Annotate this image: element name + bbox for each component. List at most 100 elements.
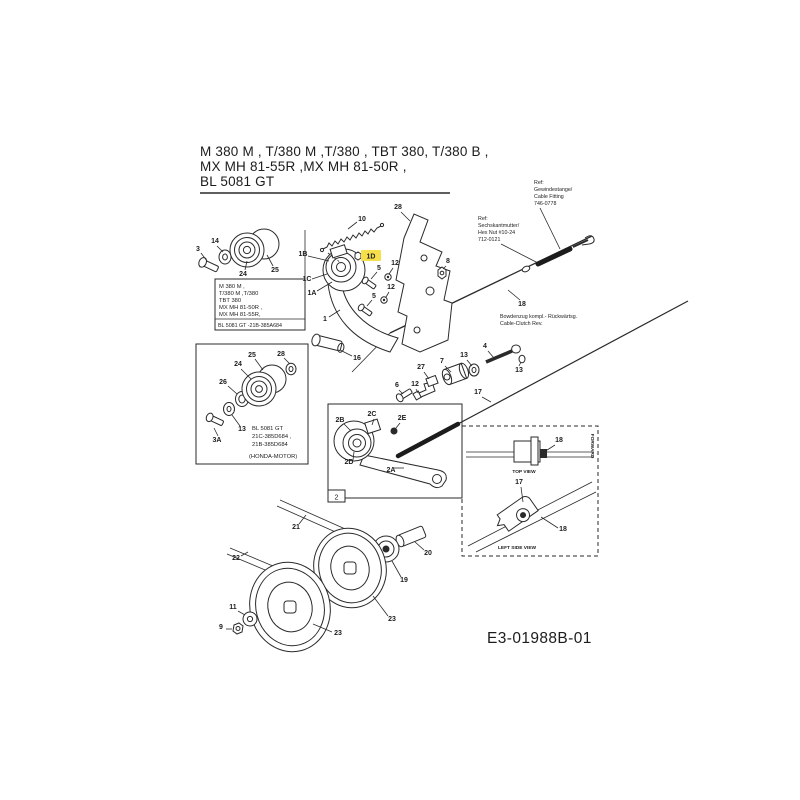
pulley-bore [336, 262, 346, 272]
callout-22[interactable]: 22 [232, 555, 240, 562]
callout-18-side[interactable]: 18 [559, 526, 567, 533]
spring-hook [379, 222, 385, 228]
callout-13-honda[interactable]: 13 [238, 426, 246, 433]
leader-line [283, 357, 291, 365]
callout-12-upper[interactable]: 12 [391, 260, 399, 267]
leader-line [339, 349, 353, 357]
leader-line [240, 551, 249, 557]
callout-10[interactable]: 10 [358, 216, 366, 223]
honda-model-line: 21B-385D684 [252, 442, 289, 448]
callout-5-lower[interactable]: 5 [372, 293, 376, 300]
box2-tag-label[interactable]: 2 [335, 495, 339, 502]
part-nut-28 [285, 362, 297, 376]
bracket-outline [395, 213, 453, 353]
arm-fasteners: 5 12 5 12 8 16 [311, 258, 450, 362]
callout-17-detail[interactable]: 17 [515, 479, 523, 486]
leader-line [415, 388, 419, 394]
callout-6[interactable]: 6 [395, 382, 399, 389]
leader-line [481, 396, 492, 403]
ref-nut-line-3: Hex Nut #10-24 [478, 230, 515, 236]
callout-23-right[interactable]: 23 [388, 616, 396, 623]
leader-line [307, 255, 330, 262]
inset-top-variant: 3 14 24 25 M 380 M , T/380 M ,T/380 TBT … [196, 228, 306, 331]
callout-25-honda[interactable]: 25 [248, 352, 256, 359]
shaft-4-head [511, 344, 521, 354]
detail-view-box: 18 TOP VIEW FORWARD 17 18 LEFT SIDE VIEW [461, 425, 599, 557]
leader-line [414, 541, 425, 551]
part-bolt-6 [395, 388, 413, 403]
part-nut-8 [437, 266, 447, 280]
callout-4[interactable]: 4 [483, 343, 487, 350]
callout-13-mid[interactable]: 13 [460, 352, 468, 359]
callout-23-left[interactable]: 23 [334, 630, 342, 637]
callout-1D-selected[interactable]: 1D [367, 254, 376, 261]
callout-12-mid[interactable]: 12 [411, 381, 419, 388]
diagram-number: E3-01988B-01 [487, 630, 592, 647]
inset-model-footer: BL 5081 GT -21B-385A684 [218, 323, 282, 329]
pulley-bore [352, 438, 362, 448]
leader-line [343, 423, 352, 432]
belt-21-edge [279, 499, 353, 533]
leader-line [266, 254, 274, 267]
leader-line [298, 514, 307, 525]
inset-model-line: MX MH 81-55R, [219, 312, 261, 318]
leader-line [391, 560, 402, 578]
callout-17[interactable]: 17 [474, 389, 482, 396]
leader-line [400, 211, 411, 222]
callout-3a-honda[interactable]: 3A [213, 437, 222, 444]
leader-line [385, 291, 390, 298]
callout-3[interactable]: 3 [196, 246, 200, 253]
callout-9[interactable]: 9 [219, 624, 223, 631]
callout-25-top[interactable]: 25 [271, 267, 279, 274]
callout-2B[interactable]: 2B [336, 417, 345, 424]
callout-12-lower[interactable]: 12 [387, 284, 395, 291]
left-side-view-caption: LEFT SIDE VIEW [498, 545, 537, 551]
callout-27[interactable]: 27 [417, 364, 425, 371]
part-washer-13-mid [468, 363, 480, 377]
callout-14[interactable]: 14 [211, 238, 219, 245]
callout-1B[interactable]: 1B [299, 251, 308, 258]
callout-20[interactable]: 20 [424, 550, 432, 557]
callout-13-shaft[interactable]: 13 [515, 367, 523, 374]
callout-1[interactable]: 1 [323, 316, 327, 323]
part-washer-11 [242, 611, 258, 627]
callout-1A[interactable]: 1A [308, 290, 317, 297]
callout-28-honda[interactable]: 28 [277, 351, 285, 358]
callout-21[interactable]: 21 [292, 524, 300, 531]
callout-11[interactable]: 11 [229, 604, 237, 611]
callout-18-top[interactable]: 18 [555, 437, 563, 444]
callout-28[interactable]: 28 [394, 204, 402, 211]
cable-detail-line [475, 491, 597, 553]
spring-coil [322, 225, 382, 250]
callout-7[interactable]: 7 [440, 358, 444, 365]
cable-z-hook [581, 235, 595, 246]
ref-cable-line-1: Ref: [534, 180, 544, 186]
box2-tag [327, 489, 346, 503]
callout-19[interactable]: 19 [400, 577, 408, 584]
callout-1C[interactable]: 1C [303, 276, 312, 283]
callout-2C[interactable]: 2C [368, 411, 377, 418]
callout-26-honda[interactable]: 26 [219, 379, 227, 386]
callout-16[interactable]: 16 [353, 355, 361, 362]
arm-hole [432, 474, 442, 484]
callout-8[interactable]: 8 [446, 258, 450, 265]
part-washer-13-shaft [518, 354, 526, 364]
callout-18[interactable]: 18 [518, 301, 526, 308]
callout-2E[interactable]: 2E [398, 415, 407, 422]
leader-line [500, 243, 539, 264]
callout-5-upper[interactable]: 5 [377, 265, 381, 272]
pulley-bore [255, 385, 263, 393]
inset-honda-variant: 25 28 24 26 13 3A BL 5081 GT 21C-385D684… [195, 343, 309, 465]
callout-24-top[interactable]: 24 [239, 271, 247, 278]
ref-nut-line-2: Sechskantmutter/ [478, 223, 520, 229]
part-washer-14 [218, 249, 232, 265]
ref-nut-line-1: Ref: [478, 216, 488, 222]
callout-2A[interactable]: 2A [387, 467, 396, 474]
nut-bore [439, 270, 445, 276]
part-spacer-7 [441, 362, 470, 386]
callout-2D[interactable]: 2D [345, 459, 354, 466]
inset-model-line: TBT 380 [219, 298, 241, 304]
honda-box-border [195, 343, 309, 465]
callout-24-honda[interactable]: 24 [234, 361, 242, 368]
